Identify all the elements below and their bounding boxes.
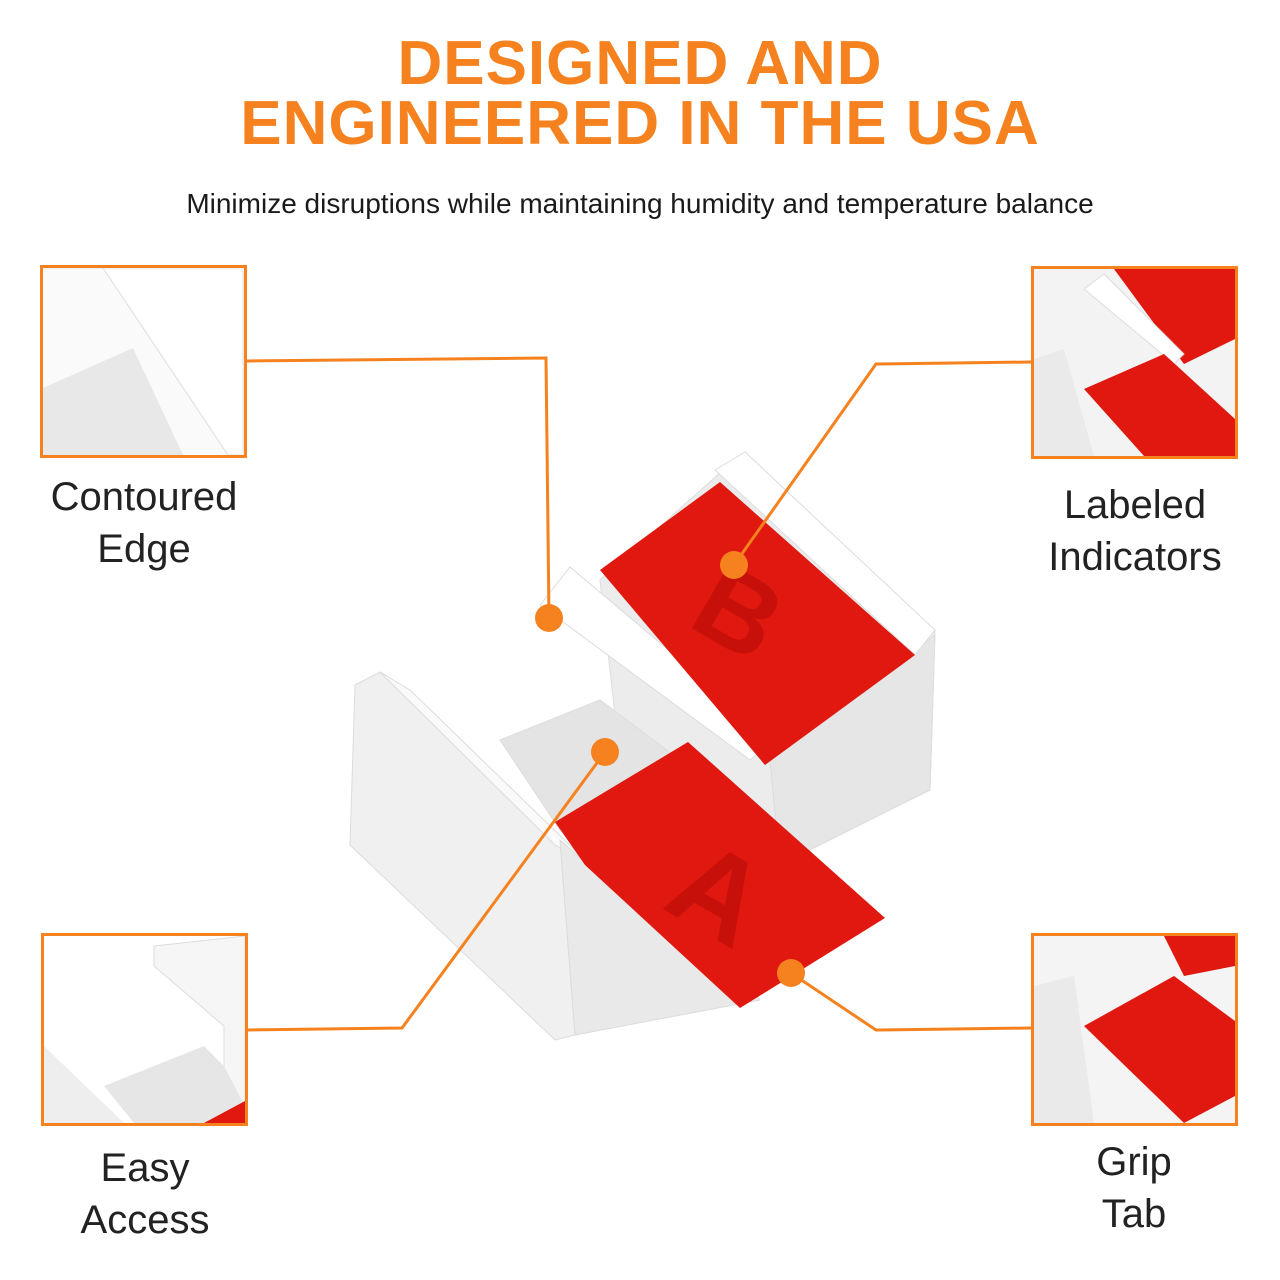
callout-line-contoured-edge xyxy=(246,356,551,619)
callout-line-easy-access xyxy=(246,751,607,1032)
inset-easy-access xyxy=(41,933,248,1126)
callout-lines xyxy=(246,356,1032,1032)
feature-label-contoured-edge: Contoured Edge xyxy=(50,475,238,571)
page-title: DESIGNED AND ENGINEERED IN THE USA xyxy=(240,29,1040,158)
subtitle: Minimize disruptions while maintaining h… xyxy=(186,188,1094,219)
callout-dot xyxy=(720,551,748,579)
inset-labeled-indicators xyxy=(1031,266,1238,459)
callout-line-grip-tab xyxy=(790,971,1032,1032)
callout-line-labeled-indicators xyxy=(732,360,1032,566)
callout-dots xyxy=(535,551,805,987)
inset-grip-tab xyxy=(1031,933,1238,1126)
callout-dot xyxy=(777,959,805,987)
feature-label-easy-access: Easy Access xyxy=(80,1146,210,1242)
feature-label-grip-tab: Grip Tab xyxy=(1096,1140,1172,1236)
feature-label-labeled-indicators: Labeled Indicators xyxy=(1048,483,1222,579)
inset-contoured-edge xyxy=(40,265,247,458)
callout-dot xyxy=(535,604,563,632)
callout-dot xyxy=(591,738,619,766)
